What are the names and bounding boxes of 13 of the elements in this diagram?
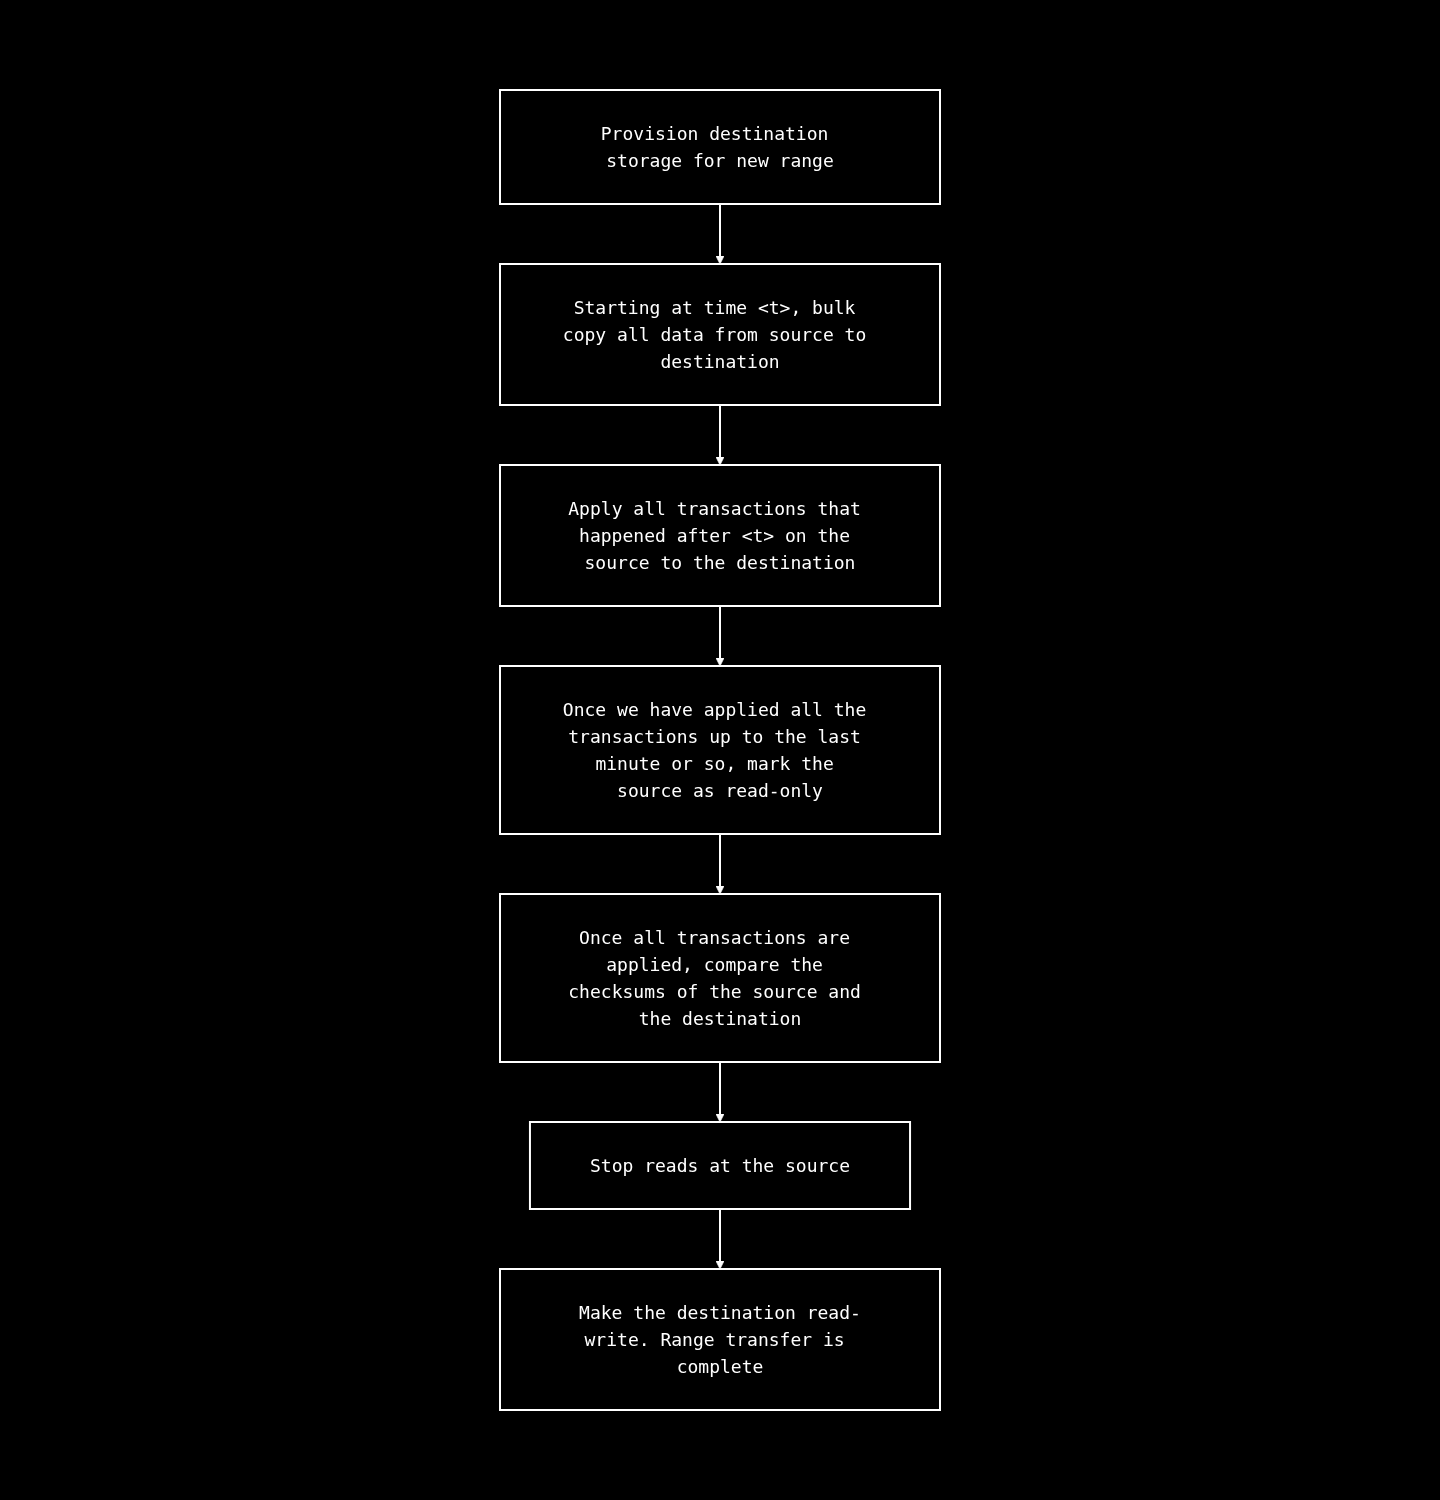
arrow [715,1061,725,1123]
arrow [715,833,725,895]
arrow [715,404,725,466]
arrow [715,203,725,265]
node-box: Once all transactions are applied, compare the checksums of the source and the destination [499,893,941,1063]
node-box: Stop reads at the source [528,1121,912,1210]
node-box: Make the destination read-write. Range transfer is complete [499,1268,941,1411]
arrow [715,1208,725,1270]
node-box: Apply all transactions that happened after <t> on the source to the destination [499,464,941,607]
node-box: Starting at time <t>, bulk copy all data from source to destination [499,263,941,406]
node-box: Once we have applied all the transactions up to the last minute or so, mark the source as read-only [499,665,941,835]
node-box: Provision destination storage for new range [499,89,941,205]
arrow [715,605,725,667]
